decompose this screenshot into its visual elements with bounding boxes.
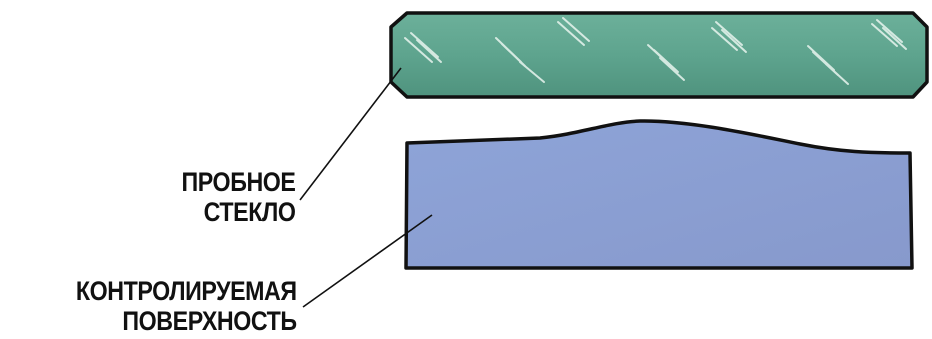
test-glass-label-line1: ПРОБНОЕ xyxy=(181,167,295,197)
test-glass-label: ПРОБНОЕ СТЕКЛО xyxy=(181,167,295,227)
test-glass-label-line2: СТЕКЛО xyxy=(203,197,295,227)
inspected-surface-label-line1: КОНТРОЛИРУЕМАЯ xyxy=(76,276,297,306)
glass-reflection-marks xyxy=(404,17,907,85)
inspected-surface-label: КОНТРОЛИРУЕМАЯ ПОВЕРХНОСТЬ xyxy=(76,276,297,336)
inspected-surface-label-line2: ПОВЕРХНОСТЬ xyxy=(122,306,298,336)
leader-line-test-glass xyxy=(299,67,402,201)
leader-line-inspected-surface xyxy=(302,214,433,308)
inspected-surface-block xyxy=(404,119,914,270)
